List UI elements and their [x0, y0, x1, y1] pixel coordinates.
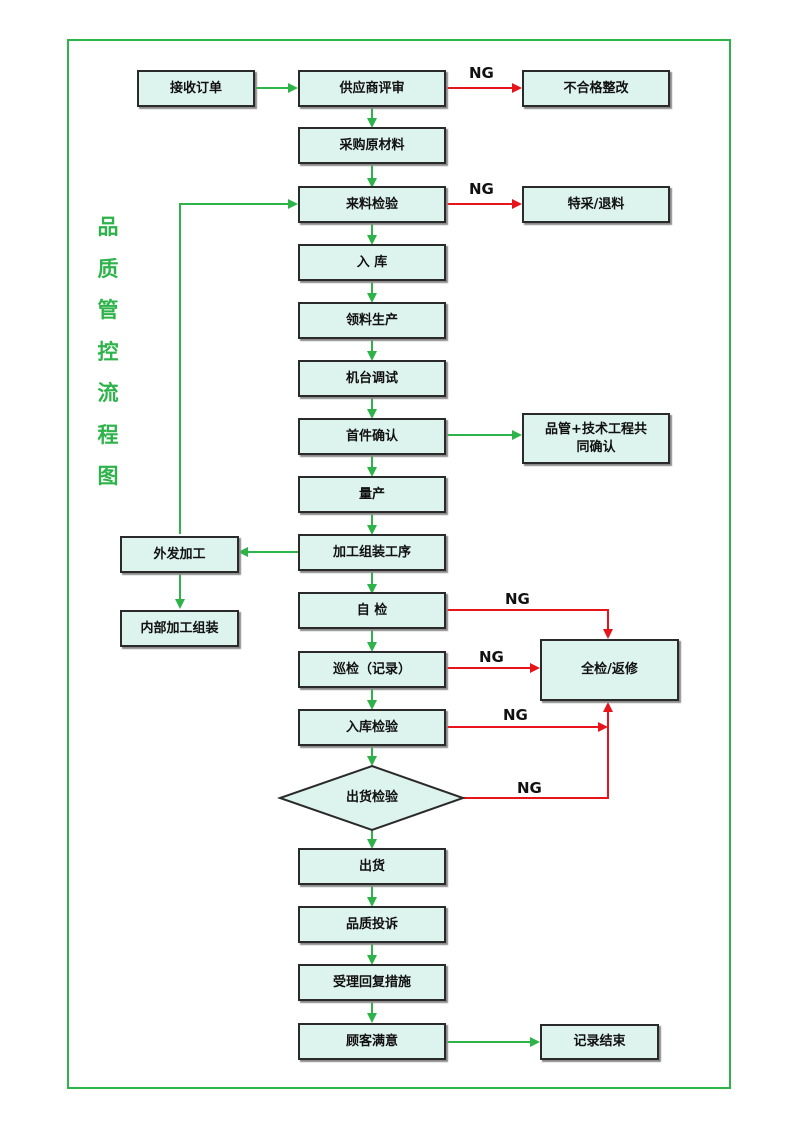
node-storage-check: 入库检验: [298, 709, 446, 746]
node-mass-prod: 量产: [298, 476, 446, 513]
ng-label-self: NG: [505, 590, 530, 608]
ng-label-incoming: NG: [469, 180, 494, 198]
node-process: 加工组装工序: [298, 534, 446, 571]
node-complaint: 品质投诉: [298, 906, 446, 943]
ng-label-patrol: NG: [479, 648, 504, 666]
node-receive-order: 接收订单: [137, 70, 255, 107]
node-measures: 受理回复措施: [298, 964, 446, 1001]
node-supplier-eval: 供应商评审: [298, 70, 446, 107]
node-material-prod: 领料生产: [298, 302, 446, 339]
node-incoming-inspect: 来料检验: [298, 186, 446, 223]
diamond-shipment-check: [276, 764, 467, 832]
node-purchase: 采购原材料: [298, 127, 446, 164]
ng-arrow-self: [446, 609, 613, 639]
node-record-end: 记录结束: [540, 1024, 659, 1060]
node-patrol-check: 巡检（记录）: [298, 651, 446, 688]
node-joint-confirm: 品管+技术工程共同确认: [522, 413, 670, 464]
diagram-frame: [67, 39, 731, 1089]
node-machine-debug: 机台调试: [298, 360, 446, 397]
node-self-check: 自 检: [298, 592, 446, 629]
node-outsource: 外发加工: [120, 536, 239, 573]
node-satisfaction: 顾客满意: [298, 1023, 446, 1060]
node-shipment-check: 出货检验: [345, 790, 398, 805]
node-rectify: 不合格整改: [522, 70, 670, 107]
arrow-outsource-to-incoming: [179, 199, 298, 534]
node-shipment: 出货: [298, 848, 446, 885]
ng-label-shipcheck: NG: [517, 779, 542, 797]
node-special-return: 特采/退料: [522, 186, 670, 223]
node-warehouse-in: 入 库: [298, 244, 446, 281]
node-internal-assembly: 内部加工组装: [120, 610, 239, 647]
ng-label-supplier: NG: [469, 64, 494, 82]
diagram-title: 品质管控流程图: [97, 215, 119, 488]
ng-arrow-shipcheck: [463, 702, 613, 799]
ng-label-storage: NG: [503, 706, 528, 724]
node-first-confirm: 首件确认: [298, 418, 446, 455]
node-full-check: 全检/返修: [540, 639, 679, 701]
